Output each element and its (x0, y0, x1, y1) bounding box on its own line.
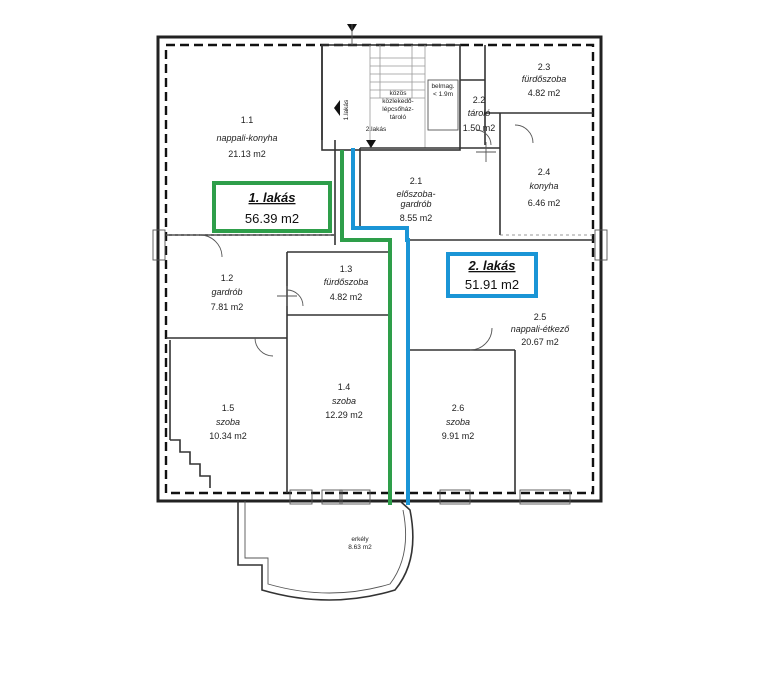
room-2-1: 2.1 előszoba- gardrób 8.55 m2 (396, 176, 435, 223)
stairwell (321, 24, 461, 151)
svg-text:10.34 m2: 10.34 m2 (209, 431, 247, 441)
room-2-4: 2.4 konyha 6.46 m2 (528, 167, 561, 208)
room-1-2: 1.2 gardrób 7.81 m2 (211, 273, 244, 312)
svg-text:konyha: konyha (529, 181, 558, 191)
apartment-2-boundary (351, 148, 410, 505)
svg-text:erkély: erkély (351, 536, 369, 543)
room-1-4: 1.4 szoba 12.29 m2 (325, 382, 363, 420)
svg-text:1.1: 1.1 (241, 115, 254, 125)
svg-text:gardrób: gardrób (400, 199, 431, 209)
svg-text:belmag.: belmag. (431, 83, 454, 90)
svg-text:1.3: 1.3 (340, 264, 353, 274)
svg-text:szoba: szoba (446, 417, 470, 427)
room-1-5: 1.5 szoba 10.34 m2 (209, 403, 247, 441)
entrance-2-label: 2.lakás (366, 126, 387, 133)
svg-text:nappali-étkező: nappali-étkező (511, 324, 571, 334)
room-2-3: 2.3 fürdőszoba 4.82 m2 (522, 62, 567, 98)
svg-text:közös: közös (390, 90, 408, 97)
svg-text:1.2: 1.2 (221, 273, 234, 283)
entrance-arrow-icon (334, 100, 340, 116)
stairwell-label: közös közlekedő- lépcsőház- tároló (382, 90, 413, 121)
door-swings (199, 124, 534, 357)
svg-text:8.55 m2: 8.55 m2 (400, 213, 433, 223)
entrance-1-label: 1.lakás (343, 99, 350, 120)
room-2-5: 2.5 nappali-étkező 20.67 m2 (511, 312, 571, 347)
svg-text:20.67 m2: 20.67 m2 (521, 337, 559, 347)
svg-text:2.2: 2.2 (473, 95, 486, 105)
svg-text:1.4: 1.4 (338, 382, 351, 392)
interior-walls-apartment-1 (166, 45, 390, 493)
entrance-arrow-icon (366, 140, 376, 148)
svg-text:4.82 m2: 4.82 m2 (528, 88, 561, 98)
svg-text:21.13 m2: 21.13 m2 (228, 149, 266, 159)
svg-text:6.46 m2: 6.46 m2 (528, 198, 561, 208)
apartment-1-label: 1. lakás (249, 190, 296, 205)
svg-text:< 1.9m: < 1.9m (433, 91, 453, 98)
svg-text:1.5: 1.5 (222, 403, 235, 413)
svg-text:2.5: 2.5 (534, 312, 547, 322)
apartment-2-label: 2. lakás (468, 258, 516, 273)
apartment-2-label-box: 2. lakás 51.91 m2 (446, 252, 538, 298)
svg-text:közlekedő-: közlekedő- (382, 98, 413, 105)
room-2-6: 2.6 szoba 9.91 m2 (442, 403, 475, 441)
svg-text:lépcsőház-: lépcsőház- (382, 106, 413, 113)
svg-text:szoba: szoba (332, 396, 356, 406)
svg-text:2.3: 2.3 (538, 62, 551, 72)
apartment-1-area: 56.39 m2 (245, 211, 299, 226)
svg-text:7.81 m2: 7.81 m2 (211, 302, 244, 312)
svg-text:fürdőszoba: fürdőszoba (324, 277, 369, 287)
svg-text:4.82 m2: 4.82 m2 (330, 292, 363, 302)
room-1-1: 1.1 nappali-konyha 21.13 m2 (216, 115, 277, 159)
room-1-3: 1.3 fürdőszoba 4.82 m2 (324, 264, 369, 302)
apartment-2-area: 51.91 m2 (465, 277, 519, 292)
svg-text:tároló: tároló (468, 108, 491, 118)
svg-text:nappali-konyha: nappali-konyha (216, 133, 277, 143)
balcony-label: erkély 8.63 m2 (348, 536, 372, 551)
balcony-outline (237, 500, 414, 601)
svg-text:előszoba-: előszoba- (396, 189, 435, 199)
svg-text:2.1: 2.1 (410, 176, 423, 186)
windows (152, 229, 608, 505)
svg-text:2.4: 2.4 (538, 167, 551, 177)
svg-text:2.6: 2.6 (452, 403, 465, 413)
alcove-label: belmag. < 1.9m (431, 83, 454, 98)
svg-text:fürdőszoba: fürdőszoba (522, 74, 567, 84)
apartment-1-label-box: 1. lakás 56.39 m2 (212, 181, 332, 233)
svg-text:9.91 m2: 9.91 m2 (442, 431, 475, 441)
svg-text:gardrób: gardrób (211, 287, 242, 297)
apartment-1-boundary (340, 150, 392, 505)
svg-text:tároló: tároló (390, 114, 407, 121)
svg-text:1.50 m2: 1.50 m2 (463, 123, 496, 133)
svg-text:12.29 m2: 12.29 m2 (325, 410, 363, 420)
room-2-2: 2.2 tároló 1.50 m2 (463, 95, 496, 133)
svg-text:8.63 m2: 8.63 m2 (348, 544, 372, 551)
room-1-5-corner (170, 439, 211, 488)
interior-walls-apartment-2 (359, 45, 593, 493)
svg-text:szoba: szoba (216, 417, 240, 427)
